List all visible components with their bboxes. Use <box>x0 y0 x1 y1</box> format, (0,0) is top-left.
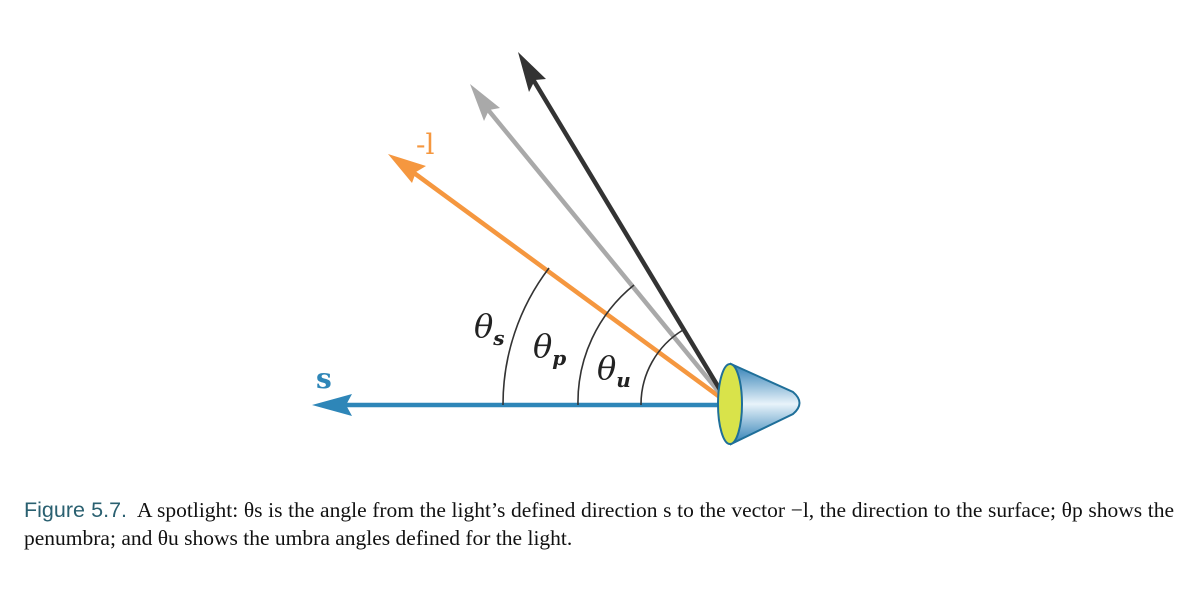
cone-face <box>717 363 743 445</box>
spotlight-diagram: s -l θs θp θu <box>312 52 801 446</box>
figure-caption: Figure 5.7.A spotlight: θs is the angle … <box>24 496 1174 552</box>
caption-text: A spotlight: θs is the angle from the li… <box>24 498 1174 550</box>
neg-l-label: -l <box>416 128 434 161</box>
s-vector <box>312 394 728 416</box>
neg-l-vector-arrowhead <box>388 154 426 183</box>
cone-body <box>730 362 801 446</box>
theta-s-arc <box>502 267 550 406</box>
theta-p-arc <box>577 284 635 406</box>
theta-p-label: θp <box>533 327 566 370</box>
s-vector-arrowhead <box>312 394 352 416</box>
theta-s-label: θs <box>474 307 505 350</box>
umbra-vector-shaft <box>529 74 730 405</box>
penumbra-vector <box>470 84 730 405</box>
theta-u-arc <box>640 329 684 406</box>
theta-u-label: θu <box>597 349 631 392</box>
umbra-vector <box>518 52 730 405</box>
neg-l-vector <box>388 154 730 405</box>
spotlight-cone <box>717 362 801 446</box>
penumbra-vector-shaft <box>483 104 730 405</box>
penumbra-vector-arrowhead <box>470 84 500 121</box>
neg-l-vector-shaft <box>408 168 730 405</box>
caption-label: Figure 5.7. <box>24 498 128 522</box>
s-label: s <box>316 362 332 395</box>
umbra-vector-arrowhead <box>518 52 546 92</box>
